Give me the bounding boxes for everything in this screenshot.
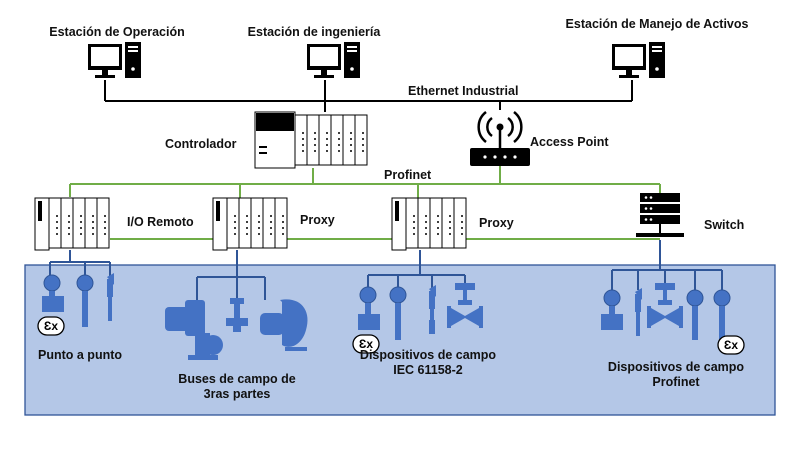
- operation-station-label: Estación de Operación: [49, 25, 185, 39]
- remote-io-icon: [34, 197, 110, 251]
- third-party-label-line1: Buses de campo de: [178, 372, 296, 386]
- profinet-network: [69, 166, 661, 240]
- access-point-label: Access Point: [530, 135, 609, 149]
- controller-label: Controlador: [165, 137, 237, 151]
- operation-station-icon: [88, 42, 141, 78]
- svg-text:Ɛx: Ɛx: [724, 338, 739, 352]
- third-party-label: Buses de campo de 3ras partes: [178, 372, 295, 402]
- profinet-label: Profinet: [384, 168, 432, 182]
- svg-text:Ɛx: Ɛx: [359, 337, 374, 351]
- ex-mark-point-to-point: Ɛx: [37, 316, 65, 336]
- third-party-label-line2: 3ras partes: [203, 387, 271, 401]
- remote-io-label: I/O Remoto: [127, 215, 194, 229]
- point-to-point-devices: [42, 273, 114, 327]
- field-wiring: [49, 240, 723, 300]
- profinet-field-devices: [601, 283, 731, 340]
- access-point-icon: [470, 111, 530, 166]
- ex-mark-profinet: Ɛx: [717, 335, 745, 355]
- svg-text:Ɛx: Ɛx: [44, 319, 59, 333]
- switch-label: Switch: [704, 218, 745, 232]
- third-party-devices: [165, 298, 308, 360]
- proxy-1-icon: [212, 197, 288, 251]
- profinet-devices-label-line2: Profinet: [652, 375, 700, 389]
- point-to-point-label: Punto a punto: [38, 348, 123, 362]
- ex-mark-iec: Ɛx: [352, 334, 380, 354]
- proxy-1-label: Proxy: [300, 213, 335, 227]
- proxy-2-label: Proxy: [479, 216, 514, 230]
- asset-station-icon: [612, 42, 665, 78]
- asset-station-label: Estación de Manejo de Activos: [565, 17, 749, 31]
- switch-icon: [636, 193, 684, 237]
- ethernet-network: [104, 80, 633, 112]
- engineering-station-label: Estación de ingeniería: [247, 25, 381, 39]
- iec-devices-label: Dispositivos de campo IEC 61158-2: [360, 348, 496, 378]
- iec-devices-label-line2: IEC 61158-2: [393, 363, 463, 377]
- profinet-devices-label: Dispositivos de campo Profinet: [608, 360, 744, 390]
- controller-icon: [254, 111, 368, 169]
- iec-devices-label-line1: Dispositivos de campo: [359, 348, 497, 362]
- ethernet-label: Ethernet Industrial: [408, 84, 519, 98]
- iec-field-devices: [358, 283, 483, 340]
- proxy-2-icon: [391, 197, 467, 251]
- engineering-station-icon: [307, 42, 360, 78]
- profinet-devices-label-line1: Dispositivos de campo: [607, 360, 745, 374]
